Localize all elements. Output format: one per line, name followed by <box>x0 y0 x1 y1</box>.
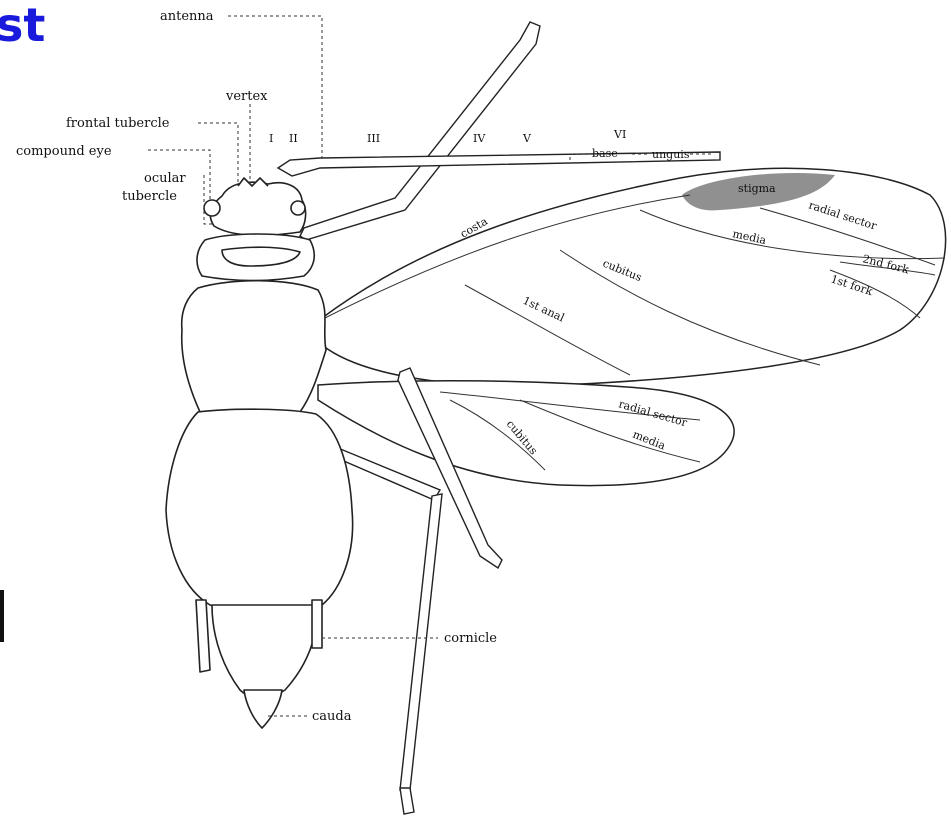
label-stigma: stigma <box>738 182 776 195</box>
right-cornicle-shape <box>312 600 322 648</box>
label-ocular: ocular <box>144 171 186 186</box>
label-seg-I: I <box>269 132 273 145</box>
hind-leg-tarsus <box>400 788 414 814</box>
abdomen-tip <box>212 605 318 698</box>
label-compound-eye: compound eye <box>16 144 112 159</box>
label-seg-III: III <box>367 132 380 145</box>
label-seg-IV: IV <box>473 132 486 145</box>
label-frontal-tubercle: frontal tubercle <box>66 116 170 131</box>
label-cauda: cauda <box>312 709 352 724</box>
label-seg-II: II <box>289 132 298 145</box>
label-base: base <box>592 147 618 160</box>
label-unguis: unguis <box>652 148 690 161</box>
label-seg-VI: VI <box>613 128 626 141</box>
thorax <box>182 281 326 418</box>
label-tubercle: tubercle <box>122 189 177 204</box>
label-antenna: antenna <box>160 9 214 24</box>
label-cornicle: cornicle <box>444 631 497 646</box>
compound-eye-shape <box>204 200 220 216</box>
abdomen <box>166 409 353 612</box>
antenna-flagellum <box>300 22 540 240</box>
label-seg-V: V <box>522 132 532 145</box>
right-eye-shape <box>291 201 305 215</box>
cauda-shape <box>244 690 282 728</box>
hind-leg-tibia <box>400 494 442 790</box>
left-cornicle-shape <box>196 600 210 672</box>
antenna-leader <box>228 16 322 158</box>
label-vertex: vertex <box>225 89 268 104</box>
